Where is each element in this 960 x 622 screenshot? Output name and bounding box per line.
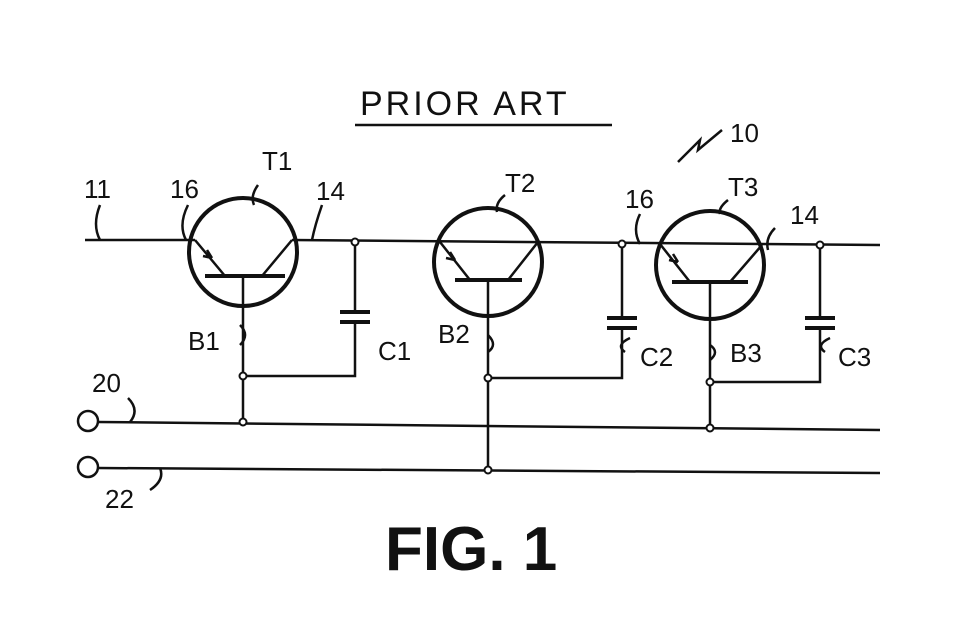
transistor-t2 <box>432 206 544 470</box>
label-c1: C1 <box>378 336 411 366</box>
leader-lines <box>94 184 831 492</box>
label-14-t1: 14 <box>316 176 345 206</box>
label-t1: T1 <box>262 146 292 176</box>
label-16-t3: 16 <box>625 184 654 214</box>
label-16-t1: 16 <box>170 174 199 204</box>
label-b1: B1 <box>188 326 220 356</box>
label-c3: C3 <box>838 342 871 372</box>
label-b3: B3 <box>730 338 762 368</box>
label-t2: T2 <box>505 168 535 198</box>
label-c2: C2 <box>640 342 673 372</box>
label-11: 11 <box>84 174 111 204</box>
label-14-t3: 14 <box>790 200 819 230</box>
label-22: 22 <box>105 484 134 514</box>
title: PRIOR ART <box>360 85 570 123</box>
terminal-22 <box>76 455 100 479</box>
label-20: 20 <box>92 368 121 398</box>
transistor-t3 <box>654 209 766 428</box>
ref-10: 10 <box>730 118 759 148</box>
capacitor-c1 <box>243 242 370 378</box>
terminal-20 <box>76 409 100 433</box>
signal-line <box>85 238 881 247</box>
junction-dots <box>238 237 825 475</box>
label-t3: T3 <box>728 172 758 202</box>
figure-label: FIG. 1 <box>385 515 557 584</box>
transistor-t1 <box>187 196 299 422</box>
capacitor-c3 <box>710 245 835 384</box>
ref-arrow <box>677 129 723 163</box>
label-b2: B2 <box>438 319 470 349</box>
